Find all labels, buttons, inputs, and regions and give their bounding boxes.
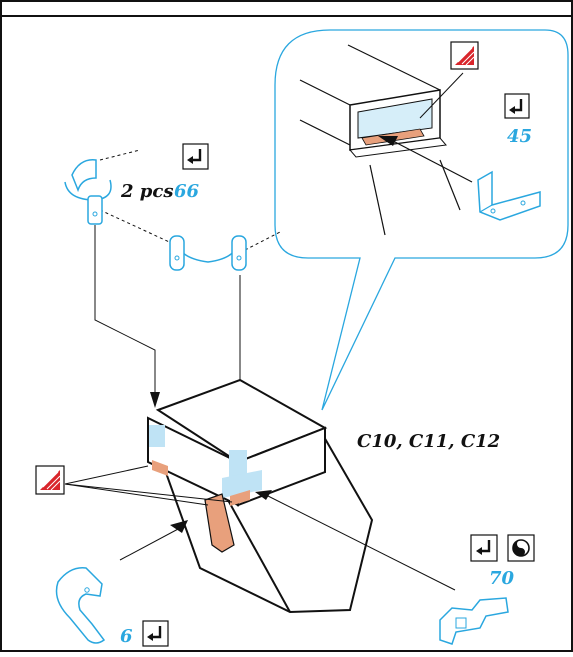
pcs-qty-label: 2 pcs	[120, 181, 173, 202]
part-70-label: 70	[489, 568, 515, 589]
part-70-latch	[439, 597, 509, 645]
assembly-ref-label: C10, C11, C12	[357, 431, 500, 452]
part-66-clamp-middle	[169, 235, 247, 271]
bend-icon	[504, 93, 530, 119]
part-6-label: 6	[120, 626, 133, 647]
glue-icon	[450, 41, 479, 70]
part-66-label: 66	[174, 181, 200, 202]
part-66-clamp-left	[64, 159, 112, 225]
detail-callout	[274, 29, 569, 411]
bend-icon	[470, 534, 498, 562]
main-box-assembly	[147, 378, 374, 614]
roll-icon	[507, 534, 535, 562]
bend-icon	[142, 620, 169, 647]
part-45-bracket	[477, 170, 541, 221]
bend-icon	[182, 143, 209, 170]
part-45-label: 45	[507, 126, 532, 147]
glue-icon	[35, 465, 65, 495]
part-6-hook	[55, 567, 106, 644]
